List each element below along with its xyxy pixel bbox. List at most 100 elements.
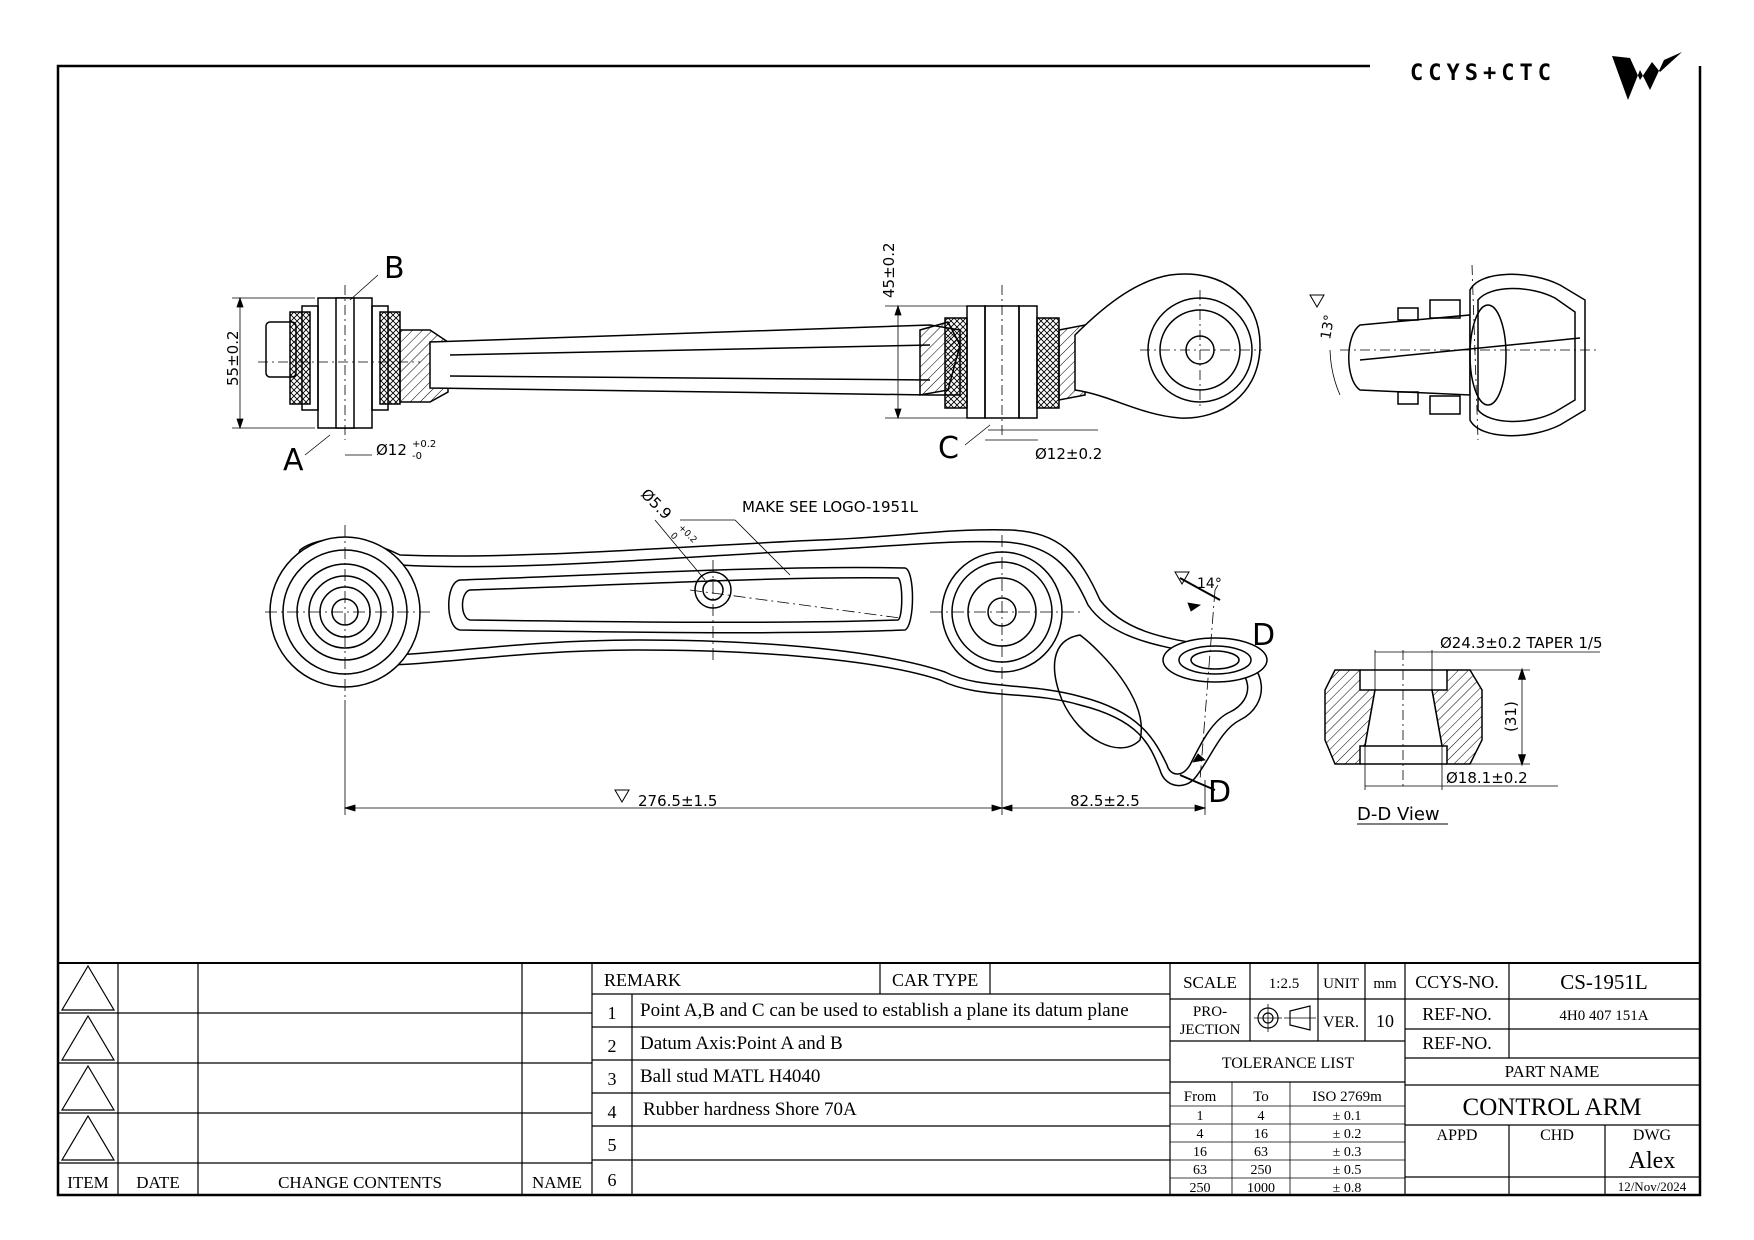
tol-value-2: ± 0.2	[1333, 1127, 1362, 1142]
remark-text-1: Point A,B and C can be used to establish…	[640, 1000, 1129, 1021]
tol-header-to: To	[1253, 1089, 1269, 1105]
spec: SCALE 1:2.5 UNIT mm PRO- JECTION VER. 10…	[1180, 973, 1397, 1105]
top-view	[265, 273, 1262, 429]
logo-text: CCYS+CTC	[1410, 61, 1556, 86]
car-type-label: CAR TYPE	[892, 970, 978, 990]
appd-label: APPD	[1437, 1127, 1478, 1144]
drawing-date: 12/Nov/2024	[1618, 1179, 1687, 1194]
title-block: CCYS-NO. CS-1951L REF-NO. 4H0 407 151A R…	[1415, 970, 1687, 1194]
callout-b: B	[384, 251, 405, 286]
dim-height-31: (31)	[1502, 701, 1520, 732]
tol-from-2: 4	[1197, 1127, 1204, 1142]
header-date: DATE	[136, 1173, 179, 1192]
remark-num-3: 3	[608, 1069, 617, 1089]
header-change-contents: CHANGE CONTENTS	[278, 1173, 442, 1192]
dim-height-45: 45±0.2	[880, 242, 898, 298]
callout-c: C	[938, 431, 959, 466]
tol-value-4: ± 0.5	[1333, 1163, 1362, 1178]
title-block-grid	[1405, 963, 1700, 1195]
dim-bore-a-tol-upper: +0.2	[412, 439, 436, 450]
dim-length-276: 276.5±1.5	[638, 792, 717, 810]
ref-no-label-2: REF-NO.	[1422, 1033, 1492, 1053]
revision-headers: ITEM DATE CHANGE CONTENTS NAME	[67, 1173, 582, 1192]
ver-value: 10	[1376, 1011, 1394, 1031]
unit-value: mm	[1373, 976, 1397, 992]
scale-label: SCALE	[1183, 973, 1237, 992]
ccys-no-label: CCYS-NO.	[1415, 972, 1499, 992]
remarks-title: REMARK	[604, 970, 681, 990]
tolerance-rows: 1 4 ± 0.1 4 16 ± 0.2 16 63 ± 0.3 63 250 …	[1190, 1109, 1362, 1196]
side-view-dimensions	[343, 519, 1221, 815]
side-view	[269, 528, 1268, 787]
top-view-dimensions	[232, 274, 1098, 456]
remarks: REMARK CAR TYPE 1 Point A,B and C can be…	[604, 970, 1129, 1190]
part-name-label: PART NAME	[1505, 1062, 1600, 1081]
drawn-by: Alex	[1629, 1148, 1676, 1174]
chd-label: CHD	[1540, 1127, 1574, 1144]
ref-no-value-1: 4H0 407 151A	[1559, 1008, 1648, 1024]
dim-hole-59: Ø5.9	[637, 485, 675, 523]
tol-from-3: 16	[1193, 1145, 1207, 1160]
dim-taper: Ø24.3±0.2 TAPER 1/5	[1440, 634, 1603, 652]
top-view-labels: 55±0.2 Ø12 +0.2 -0 45±0.2 Ø12±0.2 B A C	[224, 242, 1102, 478]
tol-value-5: ± 0.8	[1333, 1181, 1362, 1196]
dim-bore-c: Ø12±0.2	[1035, 445, 1102, 463]
remark-num-1: 1	[608, 1003, 617, 1023]
ref-no-label-1: REF-NO.	[1422, 1004, 1492, 1024]
angle-14: 14°	[1197, 576, 1222, 592]
side-view-centerlines	[265, 525, 1216, 781]
tol-header-iso: ISO 2769m	[1312, 1089, 1382, 1105]
drawing-border	[56, 64, 1702, 1197]
section-view	[1324, 650, 1600, 825]
angle-13: 13°	[1318, 313, 1338, 340]
spec-grid	[1170, 963, 1406, 1195]
tol-to-2: 16	[1254, 1127, 1268, 1142]
section-title: D-D View	[1357, 804, 1440, 825]
dim-length-82: 82.5±2.5	[1070, 792, 1140, 810]
remark-text-2: Datum Axis:Point A and B	[640, 1033, 843, 1054]
remark-num-6: 6	[608, 1170, 617, 1190]
dim-height-55: 55±0.2	[224, 330, 242, 386]
dim-bore-a-tol-lower: -0	[412, 451, 422, 462]
ver-label: VER.	[1323, 1014, 1359, 1031]
header-name: NAME	[532, 1173, 582, 1192]
tol-to-1: 4	[1258, 1109, 1265, 1124]
header-item: ITEM	[67, 1173, 109, 1192]
tol-value-3: ± 0.3	[1333, 1145, 1362, 1160]
projection-label-2: JECTION	[1180, 1022, 1241, 1038]
tolerance-title: TOLERANCE LIST	[1222, 1055, 1355, 1072]
tol-to-3: 63	[1254, 1145, 1268, 1160]
remark-text-4: Rubber hardness Shore 70A	[643, 1099, 857, 1120]
remark-num-5: 5	[608, 1135, 617, 1155]
remark-num-2: 2	[608, 1036, 617, 1056]
section-view-labels: Ø24.3±0.2 TAPER 1/5 (31) Ø18.1±0.2 D-D V…	[1357, 634, 1603, 825]
tol-from-4: 63	[1193, 1163, 1207, 1178]
note-make-logo: MAKE SEE LOGO-1951L	[742, 498, 919, 516]
dim-hole-59-tol-lower: 0	[668, 531, 679, 542]
dim-bore-181: Ø18.1±0.2	[1446, 769, 1528, 787]
remarks-grid	[592, 963, 1171, 1195]
tol-from-1: 1	[1197, 1109, 1204, 1124]
projection-label-1: PRO-	[1193, 1004, 1227, 1020]
tol-to-5: 1000	[1247, 1181, 1275, 1196]
remark-num-4: 4	[608, 1102, 617, 1122]
company-logo: CCYS+CTC	[1410, 52, 1682, 100]
end-view	[1309, 264, 1600, 441]
unit-label: UNIT	[1323, 976, 1359, 992]
tol-from-5: 250	[1190, 1181, 1211, 1196]
part-name-value: CONTROL ARM	[1463, 1094, 1642, 1121]
dwg-label: DWG	[1633, 1127, 1672, 1144]
dim-bore-a: Ø12	[376, 441, 407, 459]
tol-value-1: ± 0.1	[1333, 1109, 1362, 1124]
callout-d-upper: D	[1252, 618, 1275, 653]
callout-d-lower: D	[1208, 775, 1231, 810]
callout-a: A	[283, 443, 304, 478]
side-view-labels: Ø5.9 +0.2 0 MAKE SEE LOGO-1951L 276.5±1.…	[637, 485, 1275, 810]
remark-text-3: Ball stud MATL H4040	[640, 1066, 820, 1087]
tol-to-4: 250	[1251, 1163, 1272, 1178]
tol-header-from: From	[1184, 1089, 1217, 1105]
scale-value: 1:2.5	[1269, 976, 1299, 992]
top-view-centerlines	[258, 285, 1003, 440]
revision-block	[58, 962, 1700, 1195]
